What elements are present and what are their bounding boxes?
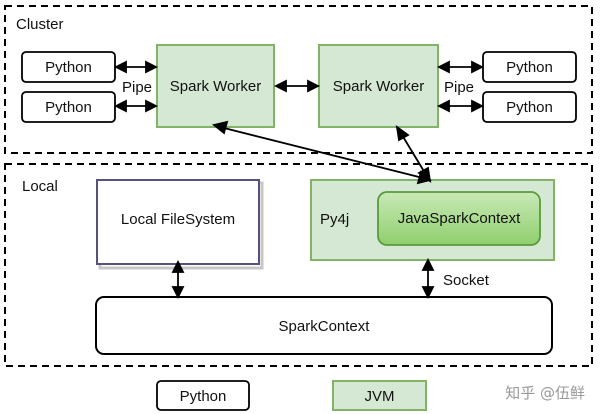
cluster-label: Cluster [16, 16, 64, 33]
python-label-left-top: Python [45, 59, 92, 76]
local-label: Local [22, 178, 58, 195]
local-filesystem-label: Local FileSystem [121, 211, 235, 228]
spark-worker-left-label: Spark Worker [170, 78, 261, 95]
watermark: 知乎 @伍鲜 [505, 384, 585, 402]
legend-jvm-box [332, 380, 427, 411]
pipe-arrow-right-bottom [436, 99, 485, 113]
pipe-label-left: Pipe [122, 79, 152, 96]
socket-label: Socket [443, 272, 490, 289]
cluster-region [4, 5, 593, 154]
local-region [4, 163, 593, 367]
pipe-arrow-left-top [113, 60, 159, 74]
filesystem-link-arrow [171, 259, 185, 300]
pipe-arrow-right-top [436, 60, 485, 74]
worker-link-arrow [273, 79, 321, 93]
python-box-right-bottom [482, 91, 577, 123]
python-box-left-bottom [21, 91, 116, 123]
pipe-label-right: Pipe [444, 79, 474, 96]
python-label-right-bottom: Python [506, 99, 553, 116]
legend-python-label: Python [180, 388, 227, 405]
right-worker-to-context-arrow [395, 125, 432, 183]
py4j-label: Py4j [320, 211, 349, 228]
java-spark-context-label: JavaSparkContext [398, 210, 521, 227]
spark-worker-left [156, 44, 275, 128]
spark-context-box [95, 296, 553, 355]
python-label-left-bottom: Python [45, 99, 92, 116]
legend-jvm-label: JVM [365, 388, 395, 405]
legend-python-box [156, 380, 250, 411]
python-label-right-top: Python [506, 59, 553, 76]
spark-context-label: SparkContext [279, 318, 371, 335]
pipe-arrow-left-bottom [113, 99, 159, 113]
spark-worker-right-label: Spark Worker [333, 78, 424, 95]
java-spark-context-box [377, 191, 541, 246]
socket-arrow [421, 257, 435, 300]
